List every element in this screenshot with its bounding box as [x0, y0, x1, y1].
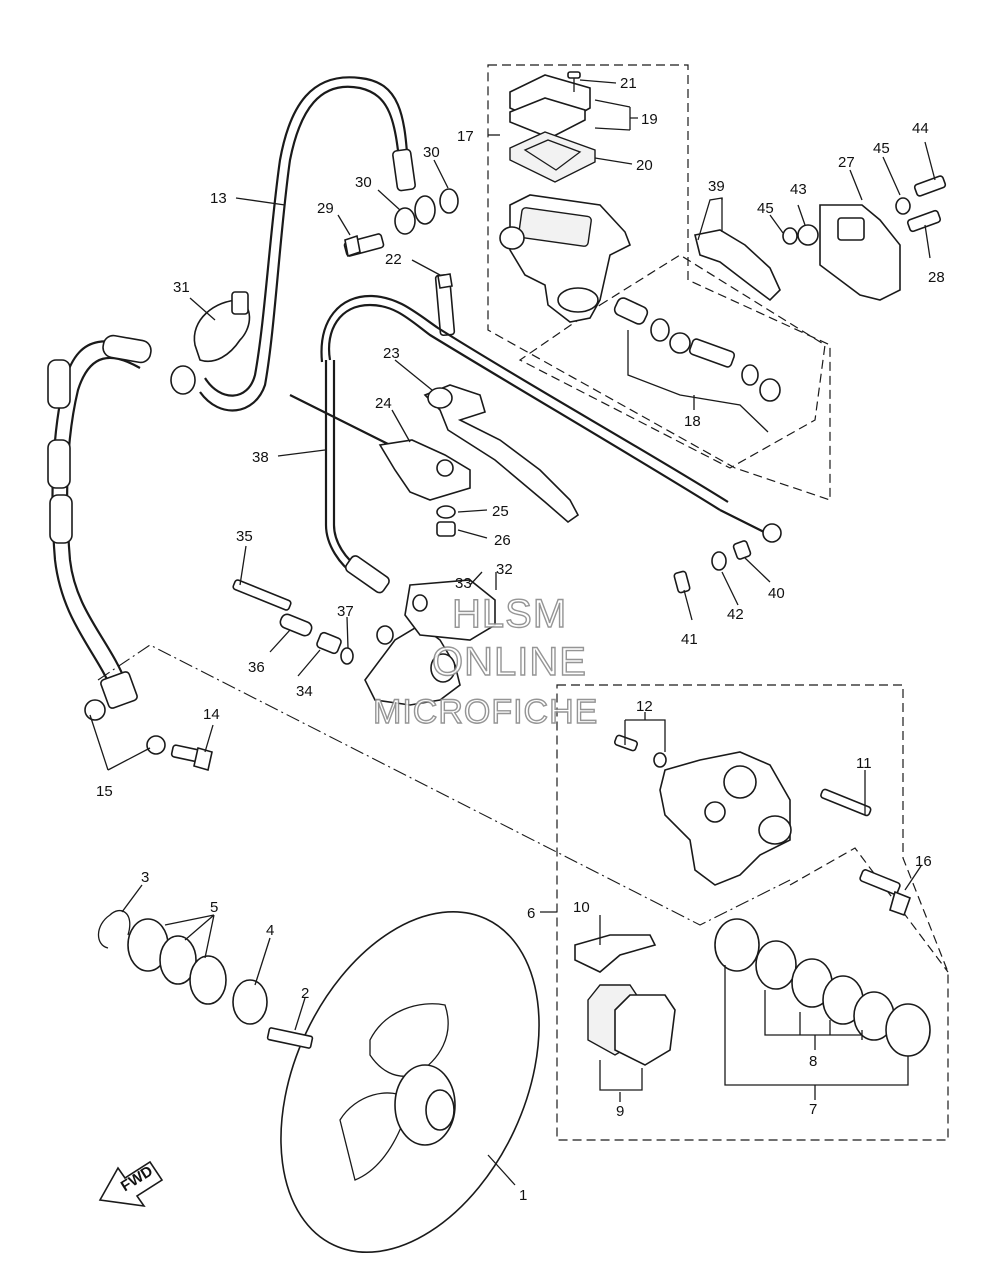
callout-11: 11	[856, 755, 872, 772]
callout-22: 22	[385, 251, 402, 268]
callout-20: 20	[636, 157, 653, 174]
brake-lever	[423, 273, 580, 524]
callout-3: 3	[141, 869, 149, 886]
callout-8: 8	[809, 1053, 817, 1070]
callout-13: 13	[210, 190, 227, 207]
brake-disc	[97, 910, 540, 1254]
callout-4: 4	[266, 922, 274, 939]
callout-41: 41	[681, 631, 698, 648]
callout-40: 40	[768, 585, 785, 602]
callout-19: 19	[641, 111, 658, 128]
callout-16: 16	[915, 853, 932, 870]
callout-9: 9	[616, 1103, 624, 1120]
callout-1: 1	[519, 1187, 527, 1204]
callout-23: 23	[383, 345, 400, 362]
callout-18: 18	[684, 413, 701, 430]
parking-lever	[378, 439, 471, 537]
brake-caliper	[613, 734, 912, 917]
callout-24: 24	[375, 395, 392, 412]
hose-clamp	[193, 291, 251, 362]
callout-31: 31	[173, 279, 190, 296]
brake-pedal-bracket	[694, 175, 947, 302]
small-hardware-right	[673, 540, 752, 594]
callout-12: 12	[636, 698, 653, 715]
callout-6: 6	[527, 905, 535, 922]
callout-21: 21	[620, 75, 637, 92]
callout-5: 5	[210, 899, 218, 916]
callout-10: 10	[573, 899, 590, 916]
callout-36: 36	[248, 659, 265, 676]
callout-26: 26	[494, 532, 511, 549]
axle-centerline	[97, 644, 791, 926]
callout-29: 29	[317, 200, 334, 217]
piston-kit	[613, 297, 781, 402]
banjo-upper	[343, 188, 459, 258]
callout-33: 33	[455, 575, 472, 592]
caliper-bracket	[232, 579, 496, 706]
group-box-18	[518, 254, 826, 469]
callout-30b: 30	[355, 174, 372, 191]
caliper-pistons	[714, 918, 931, 1057]
group-box-17	[487, 64, 831, 501]
callout-27: 27	[838, 154, 855, 171]
callout-28: 28	[928, 269, 945, 286]
watermark-line-1: HLSM	[452, 592, 567, 636]
callout-25: 25	[492, 503, 509, 520]
callout-39: 39	[708, 178, 725, 195]
group-box-6	[556, 684, 949, 1141]
fwd-arrow: FWD	[98, 1160, 164, 1208]
callout-45b: 45	[757, 200, 774, 217]
callout-43: 43	[790, 181, 807, 198]
brake-pads	[574, 934, 676, 1066]
master-cylinder	[499, 71, 632, 323]
callout-35: 35	[236, 528, 253, 545]
callout-7: 7	[809, 1101, 817, 1118]
callout-2: 2	[301, 985, 309, 1002]
leader-lines	[89, 79, 936, 1186]
watermark: HLSM ONLINE MICROFICHE	[372, 591, 598, 731]
callout-14: 14	[203, 706, 220, 723]
callout-45a: 45	[873, 140, 890, 157]
watermark-line-2: ONLINE	[432, 640, 587, 684]
callout-34: 34	[296, 683, 313, 700]
lower-banjo	[84, 699, 213, 772]
callout-37: 37	[337, 603, 354, 620]
watermark-line-3: MICROFICHE	[373, 693, 598, 731]
callout-42: 42	[727, 606, 744, 623]
callout-32: 32	[496, 561, 513, 578]
callout-labels: 1 2 3 4 5 6 7 8 9 10 11 12 13 14 15 16 1…	[96, 75, 945, 1204]
callout-44: 44	[912, 120, 929, 137]
callout-38: 38	[252, 449, 269, 466]
parking-cable	[289, 294, 782, 594]
callout-30a: 30	[423, 144, 440, 161]
brake-hose	[47, 76, 416, 709]
callout-17: 17	[457, 128, 474, 145]
callout-15: 15	[96, 783, 113, 800]
